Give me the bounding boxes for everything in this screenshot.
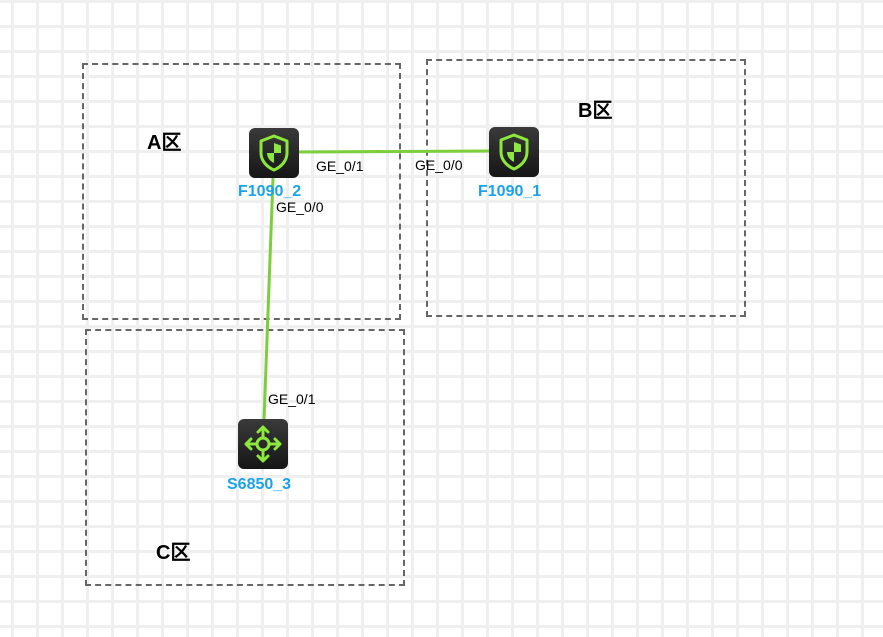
shield-icon <box>499 133 529 171</box>
zone-c-label: C区 <box>156 542 191 564</box>
shield-icon <box>259 134 289 172</box>
zone-c[interactable] <box>85 329 405 586</box>
device-s6850-3[interactable] <box>238 419 288 469</box>
device-label-f1090-1: F1090_1 <box>478 183 542 200</box>
switch-arrows-icon <box>244 425 282 463</box>
device-f1090-2[interactable] <box>249 128 299 178</box>
zone-b[interactable] <box>426 59 746 317</box>
device-label-s6850-3: S6850_3 <box>227 476 292 493</box>
zone-a-label: A区 <box>147 132 182 154</box>
port-label-s6850-3-ge01: GE_0/1 <box>268 391 316 407</box>
port-label-f1090-1-ge00: GE_0/0 <box>415 157 463 173</box>
zone-b-label: B区 <box>578 100 613 122</box>
link-f1090-2-to-f1090-1[interactable] <box>297 149 491 154</box>
device-label-f1090-2: F1090_2 <box>238 183 302 200</box>
port-label-f1090-2-ge00: GE_0/0 <box>276 199 324 215</box>
port-label-f1090-2-ge01: GE_0/1 <box>316 158 364 174</box>
device-f1090-1[interactable] <box>489 127 539 177</box>
zone-a[interactable] <box>82 63 401 320</box>
link-f1090-2-to-s6850-3[interactable] <box>262 177 275 421</box>
